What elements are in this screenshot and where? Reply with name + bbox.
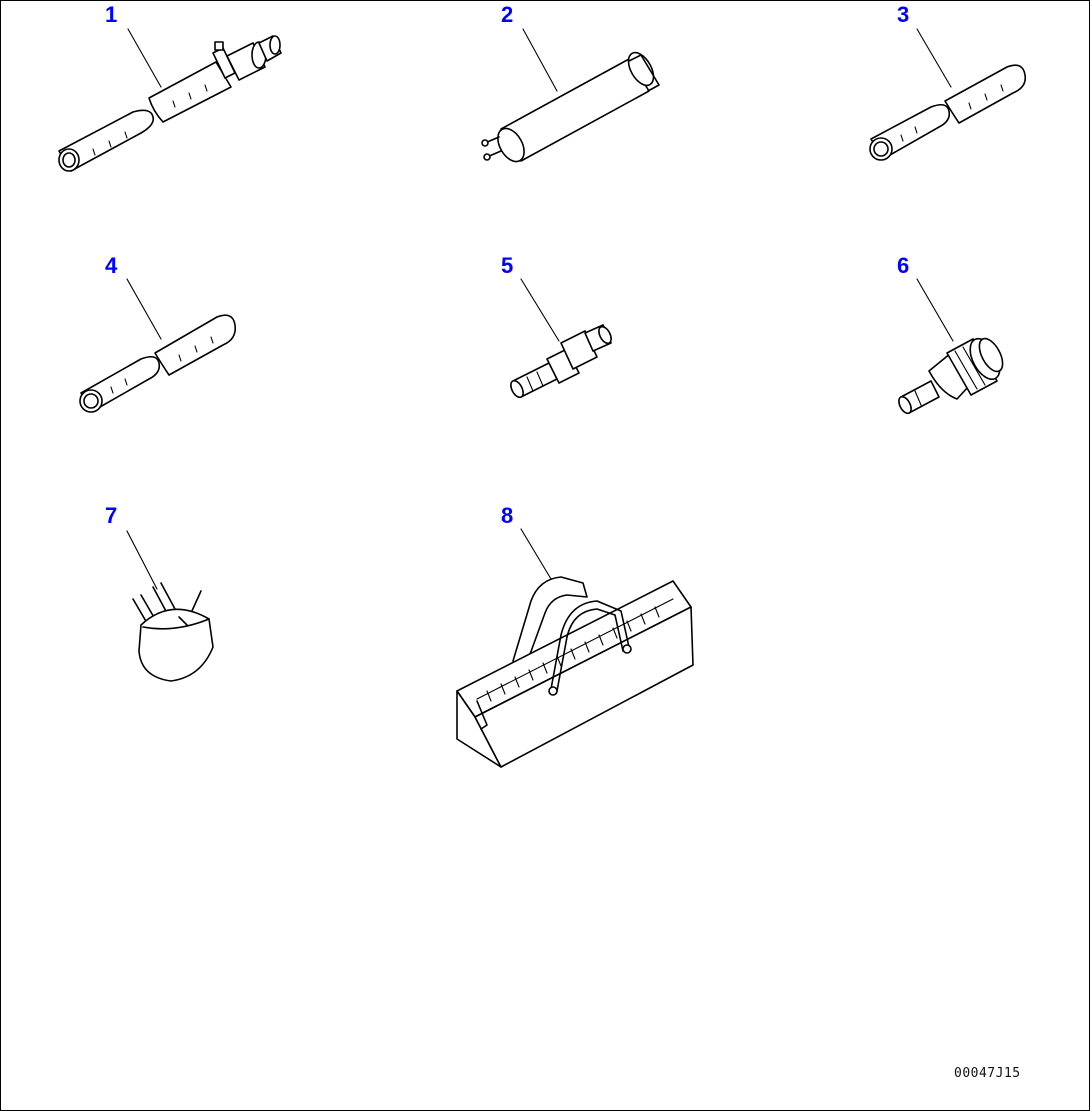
part-7-tape: [126, 530, 214, 682]
part-3-hose: [869, 28, 1027, 161]
part-6-coupler: [898, 278, 1004, 415]
callout-7: 7: [105, 503, 118, 528]
part-8-tool-case: [456, 528, 694, 768]
callout-1: 1: [105, 2, 118, 27]
part-2-cylinder: [481, 28, 660, 163]
part-1-hose-with-coupler: [58, 28, 282, 172]
drawing-code-label: 00047J15: [954, 1066, 1021, 1081]
part-4-hose: [79, 278, 237, 413]
part-5-connector: [510, 278, 612, 399]
callout-5: 5: [501, 253, 514, 278]
callout-2: 2: [501, 2, 514, 27]
callout-3: 3: [897, 2, 910, 27]
callout-8: 8: [501, 503, 514, 528]
callout-6: 6: [897, 253, 910, 278]
callout-4: 4: [105, 253, 118, 278]
